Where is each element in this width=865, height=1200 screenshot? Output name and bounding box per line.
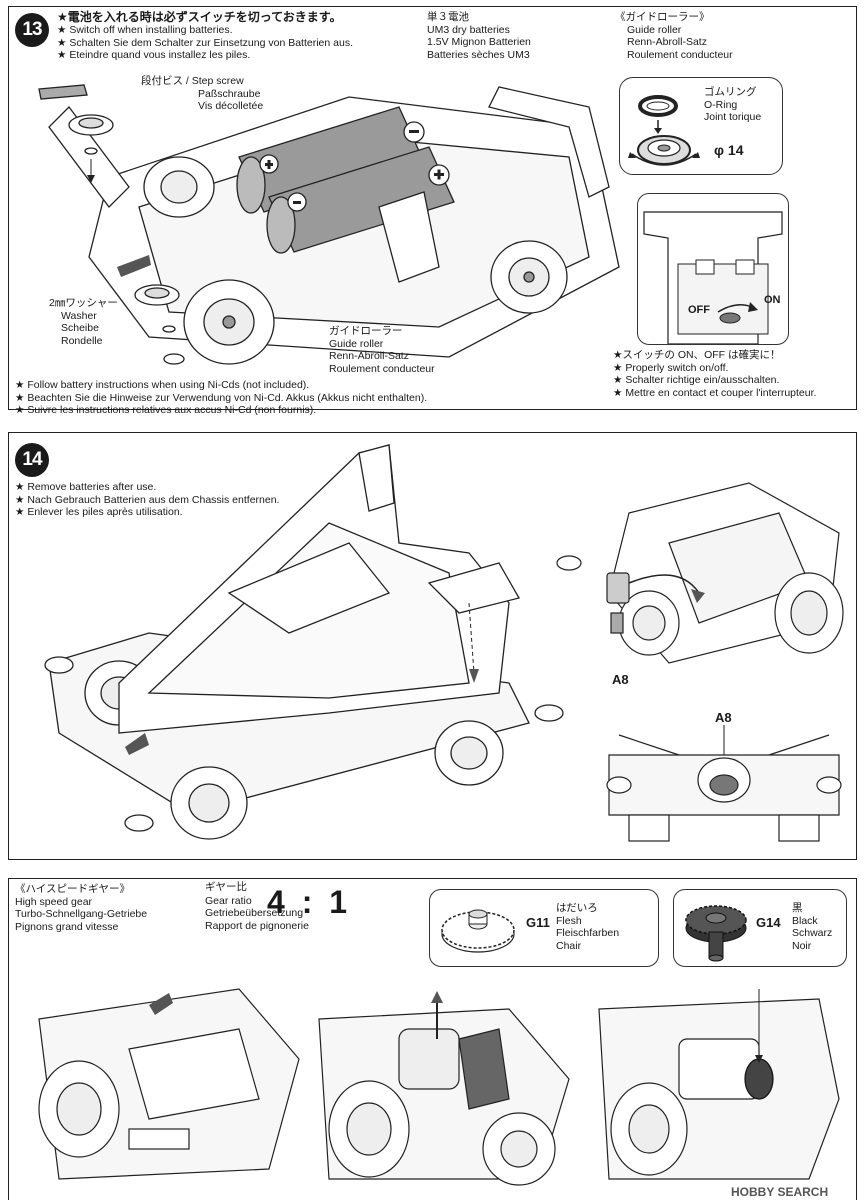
part-a8-label-1: A8 [612, 672, 629, 687]
gear-g11-line: Chair [556, 939, 582, 952]
gear-title: 《ハイスピードギヤー》 High speed gear Turbo-Schnel… [15, 883, 147, 933]
gear-g11-line: Fleischfarben [556, 927, 620, 939]
gear-ratio-labels: Gear ratio [205, 895, 252, 908]
chassis-battery-illustration [38, 84, 620, 365]
warning-line: ★電池を入れる時は必ずスイッチを切っておきます。 [57, 10, 342, 24]
gear-ratio-line: Rapport de pignonerie [205, 919, 309, 932]
switch-off-warning: ★電池を入れる時は必ずスイッチを切っておきます。 ★ Switch off wh… [57, 11, 353, 62]
nicd-note-line: ★ Follow battery instructions when using… [15, 379, 310, 391]
guide-roller-title-line: Renn-Abroll-Satz [627, 36, 707, 48]
switch-note-line: ★ Schalter richtige ein/ausschalten. [613, 374, 780, 386]
nicd-note: ★ Follow battery instructions when using… [15, 379, 427, 417]
switch-note-line: ★ Mettre en contact et couper l'interrup… [613, 386, 817, 399]
gear-title-line: 《ハイスピードギヤー》 [15, 883, 130, 895]
gear-title-line: Pignons grand vitesse [15, 920, 119, 933]
battery-label: 単３電池 UM3 dry batteries 1.5V Mignon Batte… [427, 11, 531, 61]
roller-label-line: ガイドローラー [329, 325, 403, 337]
washer-label: 2㎜ワッシャー Washer Scheibe Rondelle [49, 297, 118, 347]
guide-roller-title: 《ガイドローラー》 Guide roller Renn-Abroll-Satz … [615, 11, 733, 61]
step-number-14: 14 [15, 443, 49, 477]
roller-label-line: Renn-Abroll-Satz [329, 350, 409, 362]
warning-line: ★ Schalten Sie dem Schalter zur Einsetzu… [57, 36, 353, 49]
step-13-panel: 13 ★電池を入れる時は必ずスイッチを切っておきます。 ★ Switch off… [8, 6, 857, 416]
gear-ratio-line: Gear ratio [205, 895, 252, 907]
oring-label-line: Joint torique [704, 111, 762, 123]
battery-label-line: 単３電池 [427, 11, 469, 23]
gear-panel: 《ハイスピードギヤー》 High speed gear Turbo-Schnel… [8, 878, 857, 1200]
warning-line: ★ Eteindre quand vous installez les pile… [57, 49, 251, 61]
switch-illustration [643, 211, 783, 344]
gear-g11-jp: はだいろ [556, 902, 598, 914]
guide-roller-title-line: Roulement conducteur [627, 48, 733, 61]
switch-off-label: OFF [688, 304, 710, 316]
step-screw-line: 段付ビス / Step screw [141, 75, 244, 87]
a8-detail-illustration-2 [606, 725, 842, 842]
guide-roller-title-line: 《ガイドローラー》 [615, 11, 710, 23]
step-number-13: 13 [15, 13, 49, 47]
gear-g14-icon [685, 905, 747, 962]
remove-note-line: ★ Remove batteries after use. [15, 481, 157, 493]
oring-illustration [628, 95, 700, 166]
battery-label-line: Batteries sèches UM3 [427, 48, 530, 61]
washer-label-line: Rondelle [61, 334, 103, 347]
step-screw-line: Vis décolletée [198, 100, 264, 112]
gear-ratio-jp: ギヤー比 [205, 881, 247, 893]
gear-g14-jp: 黒 [792, 902, 803, 914]
oring-label-line: O-Ring [704, 98, 738, 111]
switch-note: ★スイッチの ON、OFF は確実に！ ★ Properly switch on… [613, 349, 816, 399]
oring-detail-box: ゴムリング O-Ring Joint torique φ 14 [619, 77, 783, 175]
switch-note-line: ★スイッチの ON、OFF は確実に！ [613, 349, 781, 361]
diameter-label: φ 14 [714, 142, 744, 158]
switch-detail-box: OFF ON [637, 193, 789, 345]
remove-batteries-note: ★ Remove batteries after use. ★ Nach Geb… [15, 481, 279, 519]
gear-install-illustrations [38, 988, 840, 1186]
gear-title-line: High speed gear [15, 895, 93, 908]
gear-ratio-value: 4 : 1 [267, 884, 352, 920]
battery-label-line: UM3 dry batteries [427, 23, 510, 36]
a8-detail-illustration-1 [556, 482, 844, 664]
part-a8-label-2: A8 [715, 710, 732, 725]
gear-g11-line: Flesh [556, 914, 582, 927]
gear-g14-line: Noir [792, 939, 812, 952]
roller-label-line: Guide roller [329, 337, 384, 350]
nicd-note-line: ★ Beachten Sie die Hinweise zur Verwendu… [15, 391, 428, 404]
roller-label-line: Roulement conducteur [329, 362, 435, 375]
washer-label-line: Washer [61, 309, 97, 322]
oring-label-line: ゴムリング [704, 86, 757, 98]
switch-on-label: ON [764, 294, 781, 306]
gear-g14-line: Schwarz [792, 927, 833, 939]
nicd-note-line: ★ Suivre les instructions relatives aux … [15, 404, 317, 416]
watermark: HOBBY SEARCH [731, 1185, 829, 1199]
washer-label-line: Scheibe [61, 322, 99, 334]
remove-note-line: ★ Enlever les piles après utilisation. [15, 506, 183, 518]
body-mount-illustration [44, 444, 564, 840]
gear-g14-code: G14 [756, 915, 781, 930]
step-14-panel: 14 ★ Remove batteries after use. ★ Nach … [8, 432, 857, 860]
gear-g11-code: G11 [526, 915, 550, 930]
step-screw-label: 段付ビス / Step screw Paßschraube Vis décoll… [141, 75, 263, 113]
gear-g11-icon [441, 909, 515, 953]
guide-roller-title-line: Guide roller [627, 23, 682, 36]
gear-ratio-line: Getriebeübersetzung [205, 907, 304, 919]
gear-g14-line: Black [792, 914, 818, 927]
gear-g14-box: G14 黒 Black Schwarz Noir [673, 889, 847, 967]
gear-title-line: Turbo-Schnellgang-Getriebe [15, 908, 148, 920]
washer-label-line: 2㎜ワッシャー [49, 297, 118, 309]
roller-label: ガイドローラー Guide roller Renn-Abroll-Satz Ro… [329, 325, 435, 375]
warning-line: ★ Switch off when installing batteries. [57, 24, 233, 36]
battery-label-line: 1.5V Mignon Batterien [427, 36, 531, 48]
remove-note-line: ★ Nach Gebrauch Batterien aus dem Chassi… [15, 493, 280, 506]
switch-note-line: ★ Properly switch on/off. [613, 361, 729, 374]
step-screw-line: Paßschraube [198, 87, 261, 100]
gear-g11-box: G11 はだいろ Flesh Fleischfarben Chair [429, 889, 659, 967]
gear-ratio-labels-2: Getriebeübersetzung Rapport de pignoneri… [205, 907, 309, 932]
